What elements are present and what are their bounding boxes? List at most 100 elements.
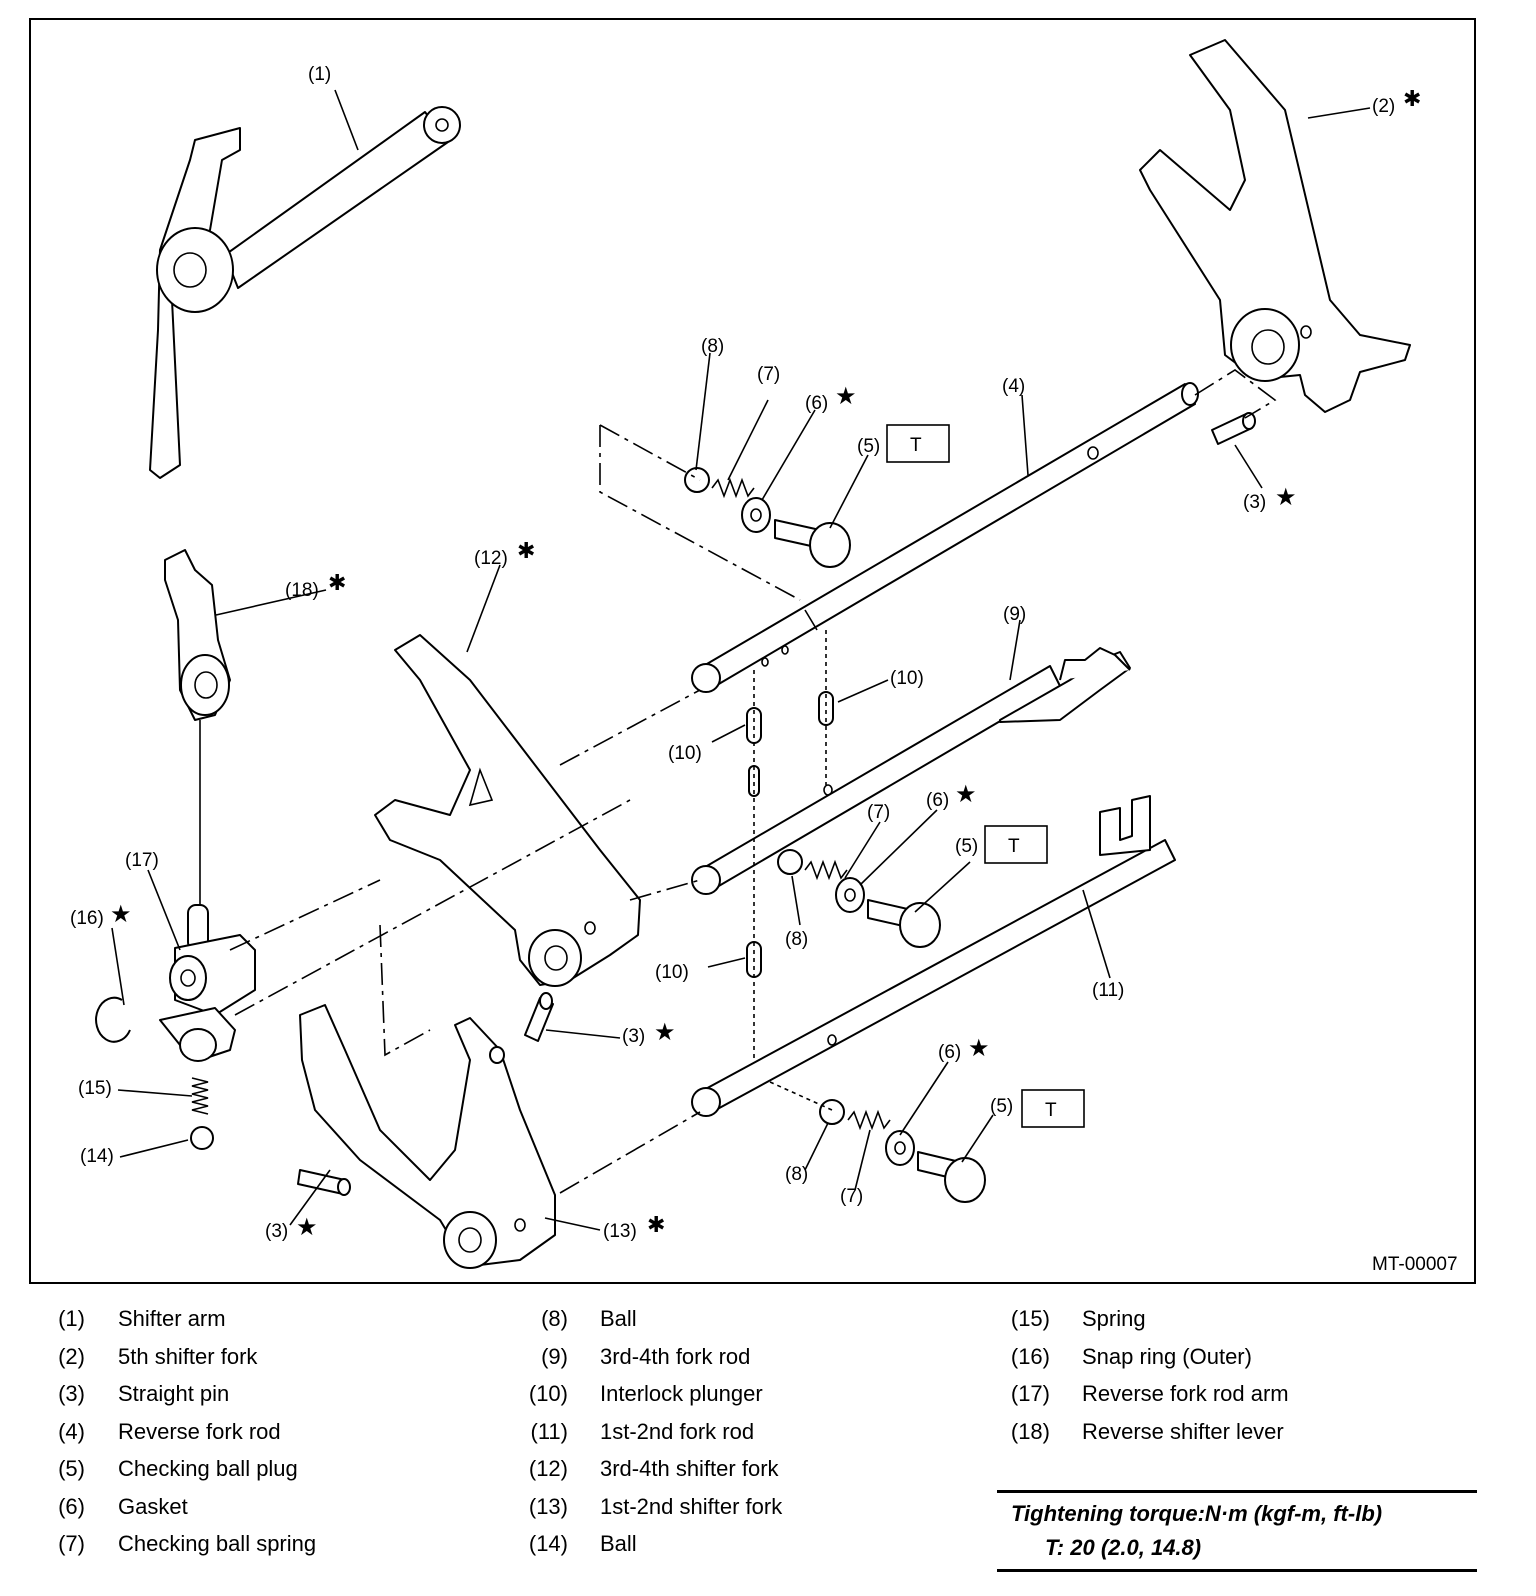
callout-11: (11) [1092, 980, 1124, 1001]
legend-part-name: 1st-2nd fork rod [600, 1418, 755, 1444]
legend-number: (16) [1010, 1343, 1050, 1369]
torque-box-3 [1021, 1089, 1085, 1128]
legend-part-name: Checking ball spring [118, 1531, 317, 1556]
reverse-fork-rod-arm [159, 904, 256, 1062]
first-second-fork-rod [691, 795, 1176, 1117]
legend-part-name: Snap ring (Outer) [1082, 1343, 1252, 1369]
torque-box-2-text: T [1008, 836, 1020, 857]
checking-ball-assembly-upper [684, 467, 851, 568]
legend-number: (10) [528, 1381, 568, 1406]
legend-number: (18) [1010, 1418, 1050, 1444]
asterisk-2: ✱ [1403, 86, 1421, 111]
legend-number: (17) [1010, 1381, 1050, 1406]
figure-code: MT-00007 [1372, 1254, 1458, 1275]
legend-number: (2) [58, 1343, 85, 1369]
callout-10b: (10) [668, 743, 702, 764]
callout-18: (18) [285, 580, 319, 601]
callout-4: (4) [1002, 376, 1025, 397]
torque-box-3-text: T [1045, 1100, 1057, 1121]
callout-8c: (8) [785, 1164, 808, 1185]
straight-pin-lower [297, 1169, 351, 1196]
legend-number: (7) [58, 1531, 85, 1556]
legend-part-name: 3rd-4th shifter fork [600, 1456, 779, 1481]
star-6a: ★ [835, 383, 857, 410]
legend-number: (9) [541, 1343, 568, 1369]
torque-rule-bottom [997, 1569, 1477, 1572]
torque-box-1 [886, 424, 950, 463]
legend-part-name: Interlock plunger [600, 1381, 763, 1406]
leader-lines [111, 89, 1371, 1231]
legend-part-name: Reverse shifter lever [1082, 1418, 1284, 1444]
legend-number: (6) [58, 1493, 85, 1519]
callout-10c: (10) [655, 962, 689, 983]
torque-spec: Tightening torque:N·m (kgf-m, ft-lb) T: … [997, 1490, 1477, 1572]
legend-number: (4) [58, 1418, 85, 1444]
legend-number: (11) [530, 1418, 569, 1444]
callout-7b: (7) [867, 802, 890, 823]
star-3b: ★ [654, 1019, 676, 1046]
shifter-arm [149, 106, 461, 479]
torque-box-2 [984, 825, 1048, 864]
diagram-frame [29, 18, 1476, 1284]
callout-3c: (3) [265, 1221, 288, 1242]
legend-part-name: Reverse fork rod arm [1082, 1381, 1289, 1406]
legend-part-name: Spring [1082, 1306, 1146, 1331]
star-6b: ★ [955, 781, 977, 808]
legend-part-name: Ball [600, 1306, 637, 1331]
legend-number: (5) [58, 1456, 85, 1481]
checking-ball-assembly-middle [777, 849, 941, 948]
callout-15: (15) [78, 1078, 112, 1099]
legend-number: (15) [1010, 1306, 1050, 1331]
callout-14: (14) [80, 1146, 114, 1167]
torque-heading: Tightening torque:N·m (kgf-m, ft-lb) [1011, 1501, 1383, 1526]
straight-pin-middle [524, 992, 554, 1042]
callout-8b: (8) [785, 929, 808, 950]
callout-3b: (3) [622, 1026, 645, 1047]
callout-17: (17) [125, 850, 159, 871]
callout-1: (1) [308, 64, 331, 85]
callout-10a: (10) [890, 668, 924, 689]
fifth-shifter-fork [1139, 39, 1411, 413]
torque-rule-top [997, 1490, 1477, 1493]
ball-14 [190, 1126, 214, 1150]
legend-part-name: Checking ball plug [118, 1456, 298, 1481]
first-second-shifter-fork [299, 1004, 556, 1269]
legend-part-name: 1st-2nd shifter fork [600, 1493, 783, 1519]
assembly-lines [199, 369, 1277, 1194]
legend-number: (13) [528, 1493, 568, 1519]
legend-part-name: Ball [600, 1531, 637, 1556]
callout-3a: (3) [1243, 492, 1266, 513]
straight-pin-upper [1211, 412, 1256, 445]
snap-ring [95, 996, 131, 1043]
callout-2: (2) [1372, 96, 1395, 117]
reverse-shifter-lever [164, 549, 231, 721]
asterisk-18: ✱ [328, 570, 346, 595]
callout-6a: (6) [805, 393, 828, 414]
third-fourth-fork-rod [691, 647, 1131, 895]
callout-12: (12) [474, 548, 508, 569]
legend-part-name: Shifter arm [118, 1306, 226, 1331]
exploded-view-diagram: T T T (1) (2) (4) (8) (7) (6) (5) (3) (1… [29, 18, 1476, 1284]
star-6c: ★ [968, 1035, 990, 1062]
callout-5a: (5) [857, 436, 880, 457]
callout-6c: (6) [938, 1042, 961, 1063]
asterisk-12: ✱ [517, 538, 535, 563]
torque-value: T: 20 (2.0, 14.8) [1045, 1535, 1202, 1560]
legend-part-name: Straight pin [118, 1381, 230, 1406]
legend-number: (14) [528, 1531, 568, 1556]
callout-7a: (7) [757, 364, 780, 385]
legend-number: (1) [58, 1306, 85, 1331]
callout-9: (9) [1003, 604, 1026, 625]
legend-part-name: 5th shifter fork [118, 1343, 258, 1369]
callout-8a: (8) [701, 336, 724, 357]
checking-ball-assembly-lower [819, 1099, 986, 1203]
star-16: ★ [110, 901, 132, 928]
spring [191, 1077, 209, 1115]
legend-number: (12) [528, 1456, 568, 1481]
legend-part-name: 3rd-4th fork rod [600, 1343, 751, 1369]
third-fourth-shifter-fork [374, 634, 641, 987]
callout-7c: (7) [840, 1186, 863, 1207]
star-3c: ★ [296, 1214, 318, 1241]
interlock-plunger-b [818, 691, 834, 726]
legend-number: (8) [541, 1306, 568, 1331]
